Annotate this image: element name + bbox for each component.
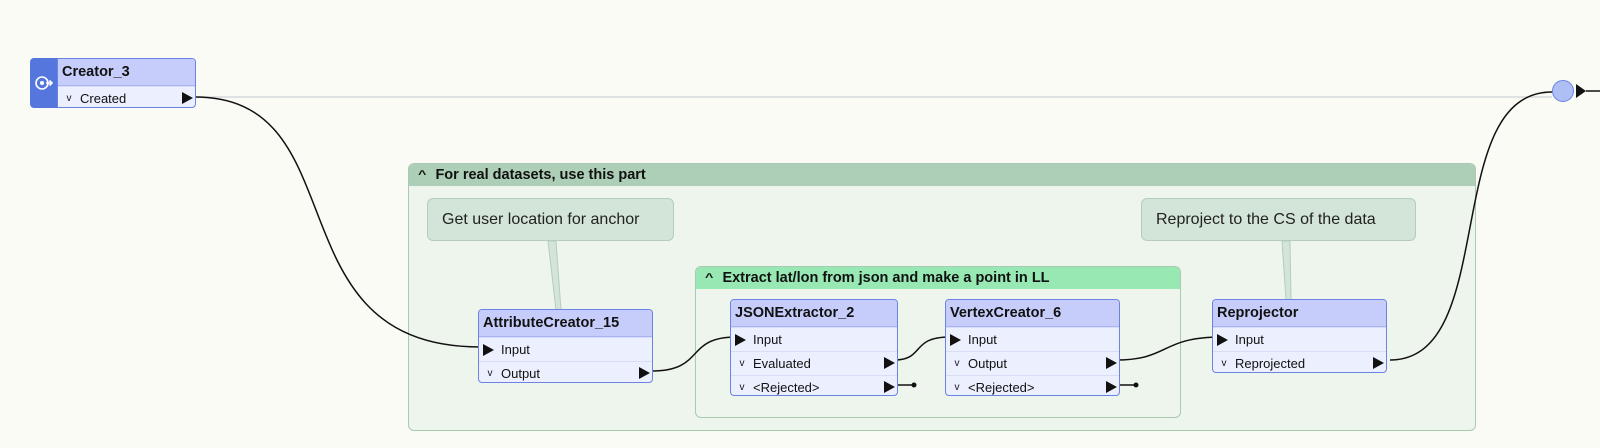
port-label: Output <box>968 356 1008 371</box>
transformer-attributecreator[interactable]: AttributeCreator_15 Input v Output <box>478 309 653 383</box>
output-port-arrow-icon[interactable] <box>1106 381 1117 393</box>
port-label: Reprojected <box>1235 356 1306 371</box>
input-port-arrow-icon[interactable] <box>946 333 968 346</box>
transformer-title: Reprojector <box>1213 300 1386 327</box>
transformer-title: JSONExtractor_2 <box>731 300 897 327</box>
output-port-arrow-icon[interactable] <box>639 367 650 379</box>
chevron-down-icon[interactable]: v <box>954 358 960 369</box>
output-port-arrow-icon[interactable] <box>884 381 895 393</box>
input-port-arrow-icon[interactable] <box>731 333 753 346</box>
port-label: Input <box>968 332 997 347</box>
chevron-down-icon[interactable]: v <box>487 368 493 379</box>
annotation-reproject[interactable]: Reproject to the CS of the data <box>1141 198 1416 241</box>
bookmark-header[interactable]: ^ For real datasets, use this part <box>409 164 1475 186</box>
junction-node[interactable] <box>1552 80 1574 102</box>
port-label: Input <box>1235 332 1264 347</box>
input-port-arrow-icon[interactable] <box>1213 333 1235 346</box>
port-label: Evaluated <box>753 356 811 371</box>
annotation-text: Get user location for anchor <box>442 210 640 228</box>
bookmark-title: For real datasets, use this part <box>435 167 646 183</box>
output-port-arrow-icon[interactable] <box>1106 357 1117 369</box>
output-port-arrow-icon[interactable] <box>1373 357 1384 369</box>
output-port-arrow-icon[interactable] <box>884 357 895 369</box>
transformer-creator[interactable]: Creator_3 v Created <box>57 58 196 108</box>
chevron-down-icon[interactable]: v <box>954 382 960 393</box>
input-port-input[interactable]: Input <box>479 337 652 361</box>
creator-icon[interactable] <box>30 58 57 108</box>
junction-output-port <box>1576 84 1586 98</box>
port-label: Input <box>501 342 530 357</box>
transformer-vertexcreator[interactable]: VertexCreator_6 Input v Output v <Reject… <box>945 299 1120 396</box>
output-port-output[interactable]: v Output <box>946 351 1119 375</box>
output-port-rejected[interactable]: v <Rejected> <box>946 375 1119 399</box>
chevron-down-icon[interactable]: v <box>739 382 745 393</box>
output-port-arrow-icon[interactable] <box>182 92 193 104</box>
transformer-title: Creator_3 <box>58 59 195 86</box>
output-port-evaluated[interactable]: v Evaluated <box>731 351 897 375</box>
chevron-up-icon[interactable]: ^ <box>418 169 427 181</box>
input-port-input[interactable]: Input <box>1213 327 1386 351</box>
bookmark-header[interactable]: ^ Extract lat/lon from json and make a p… <box>696 267 1180 289</box>
port-label: Created <box>80 91 127 106</box>
input-port-input[interactable]: Input <box>946 327 1119 351</box>
output-port-created[interactable]: v Created <box>58 86 195 110</box>
port-label: Output <box>501 366 541 381</box>
output-port-output[interactable]: v Output <box>479 361 652 385</box>
output-port-reprojected[interactable]: v Reprojected <box>1213 351 1386 375</box>
chevron-down-icon[interactable]: v <box>739 358 745 369</box>
input-port-input[interactable]: Input <box>731 327 897 351</box>
output-port-rejected[interactable]: v <Rejected> <box>731 375 897 399</box>
chevron-down-icon[interactable]: v <box>66 93 72 104</box>
port-label: Input <box>753 332 782 347</box>
chevron-down-icon[interactable]: v <box>1221 358 1227 369</box>
bookmark-title: Extract lat/lon from json and make a poi… <box>722 270 1050 286</box>
annotation-text: Reproject to the CS of the data <box>1156 210 1376 228</box>
port-label: <Rejected> <box>753 380 820 395</box>
transformer-title: VertexCreator_6 <box>946 300 1119 327</box>
input-port-arrow-icon[interactable] <box>479 343 501 356</box>
chevron-up-icon[interactable]: ^ <box>705 272 714 284</box>
transformer-title: AttributeCreator_15 <box>479 310 652 337</box>
port-label: <Rejected> <box>968 380 1035 395</box>
annotation-user-location[interactable]: Get user location for anchor <box>427 198 674 241</box>
transformer-jsonextractor[interactable]: JSONExtractor_2 Input v Evaluated v <Rej… <box>730 299 898 396</box>
transformer-reprojector[interactable]: Reprojector Input v Reprojected <box>1212 299 1387 373</box>
